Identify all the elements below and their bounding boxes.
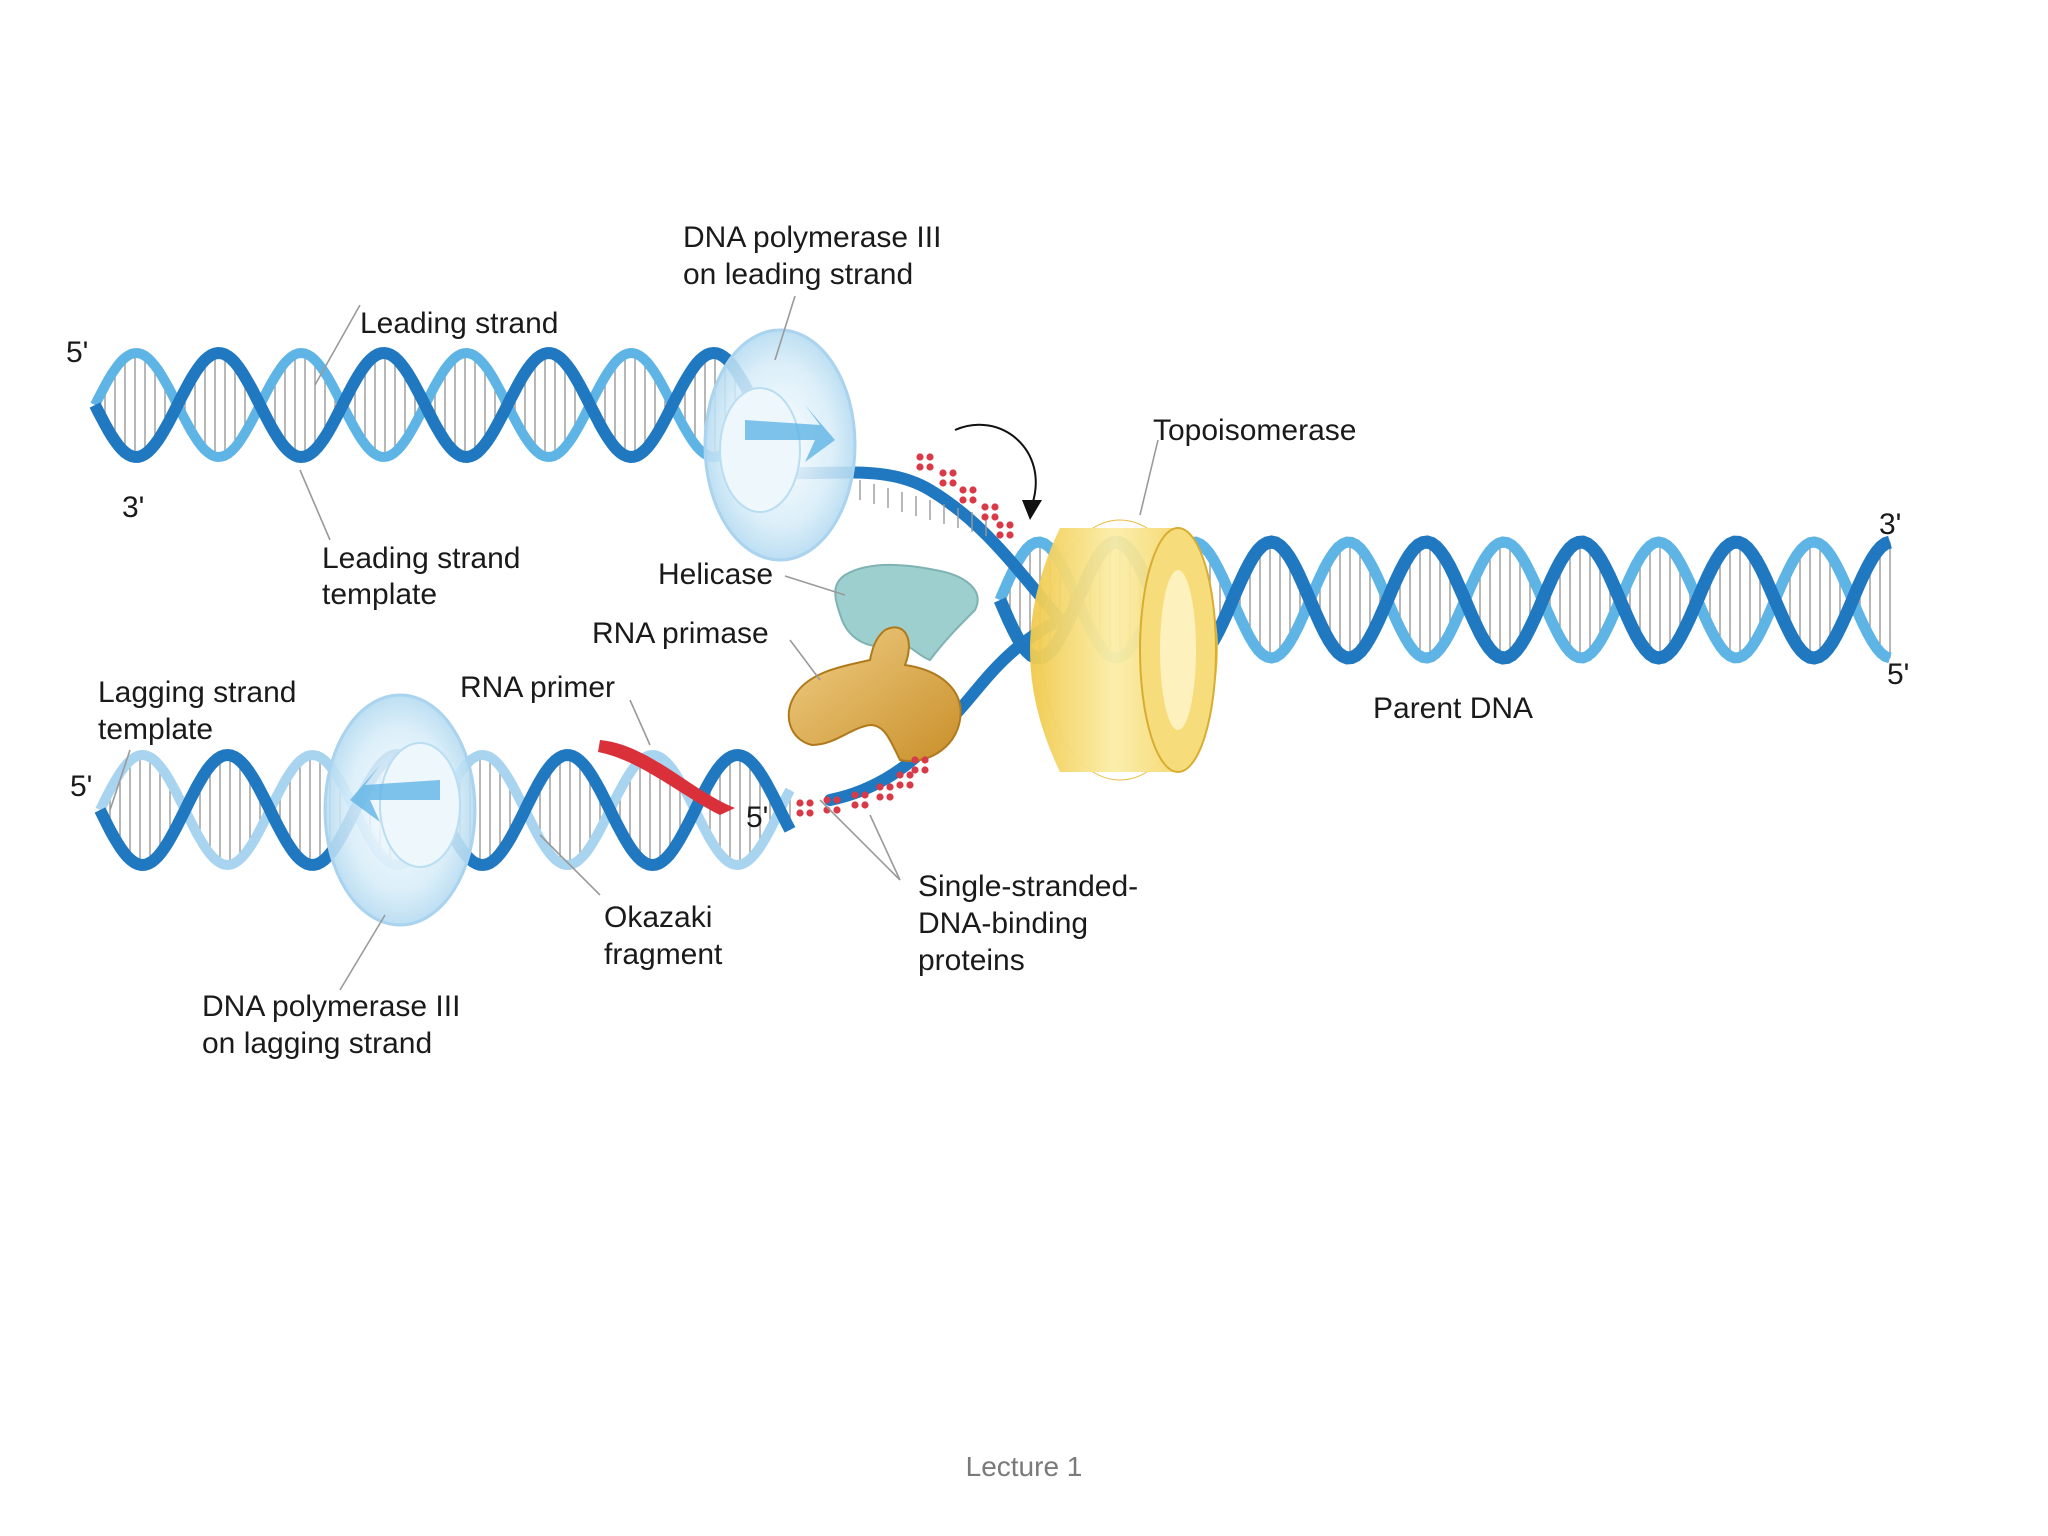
ssb-protein-dot xyxy=(806,809,814,817)
end-label-leading-5prime: 5' xyxy=(66,336,88,369)
label-rna-primer: RNA primer xyxy=(460,671,615,704)
svg-text:proteins: proteins xyxy=(918,944,1025,977)
helix-strand-front xyxy=(89,346,766,464)
dna-polymerase-iii-leading xyxy=(703,328,857,562)
ssb-protein-cluster xyxy=(796,453,1014,817)
ssb-protein-dot xyxy=(1006,531,1014,539)
ssb-protein-dot xyxy=(806,799,814,807)
svg-text:Leading strand: Leading strand xyxy=(322,542,521,575)
ssb-protein-dot xyxy=(981,513,989,521)
ssb-protein-dot xyxy=(896,781,904,789)
ssb-protein-dot xyxy=(991,513,999,521)
dna-polymerase-iii-lagging xyxy=(323,693,477,927)
label-lagging-strand-template: Lagging strand template xyxy=(98,676,297,746)
svg-text:fragment: fragment xyxy=(604,938,723,971)
rna-primase-protein xyxy=(787,626,962,762)
ssb-protein-dot xyxy=(886,793,894,801)
svg-text:on lagging strand: on lagging strand xyxy=(202,1027,432,1060)
label-okazaki-fragment: Okazaki fragment xyxy=(604,901,723,971)
label-topoisomerase: Topoisomerase xyxy=(1153,414,1356,447)
label-dna-polymerase-leading: DNA polymerase III on leading strand xyxy=(683,221,941,291)
ssb-protein-dot xyxy=(861,791,869,799)
ssb-protein-dot xyxy=(1006,521,1014,529)
svg-text:template: template xyxy=(98,713,213,746)
ssb-protein-dot xyxy=(906,781,914,789)
helicase-protein xyxy=(834,564,979,662)
label-helicase: Helicase xyxy=(658,558,773,591)
ssb-protein-dot xyxy=(981,503,989,511)
ssb-protein-dot xyxy=(851,791,859,799)
svg-text:Okazaki: Okazaki xyxy=(604,901,712,934)
ssb-protein-dot xyxy=(996,521,1004,529)
ssb-protein-dot xyxy=(911,756,919,764)
ssb-protein-dot xyxy=(959,486,967,494)
end-label-primer-5prime: 5' xyxy=(746,801,768,834)
svg-text:DNA-binding: DNA-binding xyxy=(918,907,1088,940)
ssb-protein-dot xyxy=(823,796,831,804)
ssb-protein-dot xyxy=(926,463,934,471)
ssb-protein-dot xyxy=(921,766,929,774)
svg-text:Single-stranded-: Single-stranded- xyxy=(918,870,1138,903)
rna-primer-segment xyxy=(598,740,735,815)
ssb-protein-dot xyxy=(949,469,957,477)
ssb-protein-dot xyxy=(896,771,904,779)
fork-unpaired-bases xyxy=(859,480,987,536)
ssb-protein-dot xyxy=(969,486,977,494)
ssb-protein-dot xyxy=(991,503,999,511)
ssb-protein-dot xyxy=(949,479,957,487)
ssb-protein-dot xyxy=(906,771,914,779)
label-parent-dna: Parent DNA xyxy=(1373,692,1533,725)
ssb-protein-dot xyxy=(833,806,841,814)
svg-text:Lagging strand: Lagging strand xyxy=(98,676,297,709)
ssb-protein-dot xyxy=(833,796,841,804)
ssb-protein-dot xyxy=(886,783,894,791)
label-ssb-proteins: Single-stranded- DNA-binding proteins xyxy=(918,870,1138,977)
end-label-leading-3prime: 3' xyxy=(122,491,144,524)
svg-text:DNA polymerase III: DNA polymerase III xyxy=(683,221,941,254)
ssb-protein-dot xyxy=(851,801,859,809)
ssb-protein-dot xyxy=(939,479,947,487)
ssb-protein-dot xyxy=(926,453,934,461)
svg-text:template: template xyxy=(322,578,437,611)
ssb-protein-dot xyxy=(916,463,924,471)
leading-strand-helix xyxy=(89,346,766,464)
topoisomerase-ring xyxy=(1030,519,1218,781)
ssb-protein-dot xyxy=(996,531,1004,539)
label-dna-polymerase-lagging: DNA polymerase III on lagging strand xyxy=(202,990,460,1060)
label-rna-primase: RNA primase xyxy=(592,617,769,650)
ssb-protein-dot xyxy=(969,496,977,504)
end-label-lagging-5prime: 5' xyxy=(70,770,92,803)
ssb-protein-dot xyxy=(939,469,947,477)
ssb-protein-dot xyxy=(796,809,804,817)
ssb-protein-dot xyxy=(959,496,967,504)
label-leading-strand: Leading strand xyxy=(360,307,559,340)
label-leading-strand-template: Leading strand template xyxy=(322,542,521,611)
end-label-parent-3prime: 3' xyxy=(1879,508,1901,541)
rotation-arrow-icon xyxy=(954,423,1042,520)
ssb-protein-dot xyxy=(796,799,804,807)
svg-text:DNA polymerase III: DNA polymerase III xyxy=(202,990,460,1023)
svg-text:on leading strand: on leading strand xyxy=(683,258,913,291)
ssb-protein-dot xyxy=(876,793,884,801)
ssb-protein-dot xyxy=(876,783,884,791)
ssb-protein-dot xyxy=(861,801,869,809)
ssb-protein-dot xyxy=(921,756,929,764)
ssb-protein-dot xyxy=(916,453,924,461)
end-label-parent-5prime: 5' xyxy=(1887,658,1909,691)
leader-lines xyxy=(109,295,1159,991)
ssb-protein-dot xyxy=(911,766,919,774)
slide-footer: Lecture 1 xyxy=(966,1451,1083,1482)
